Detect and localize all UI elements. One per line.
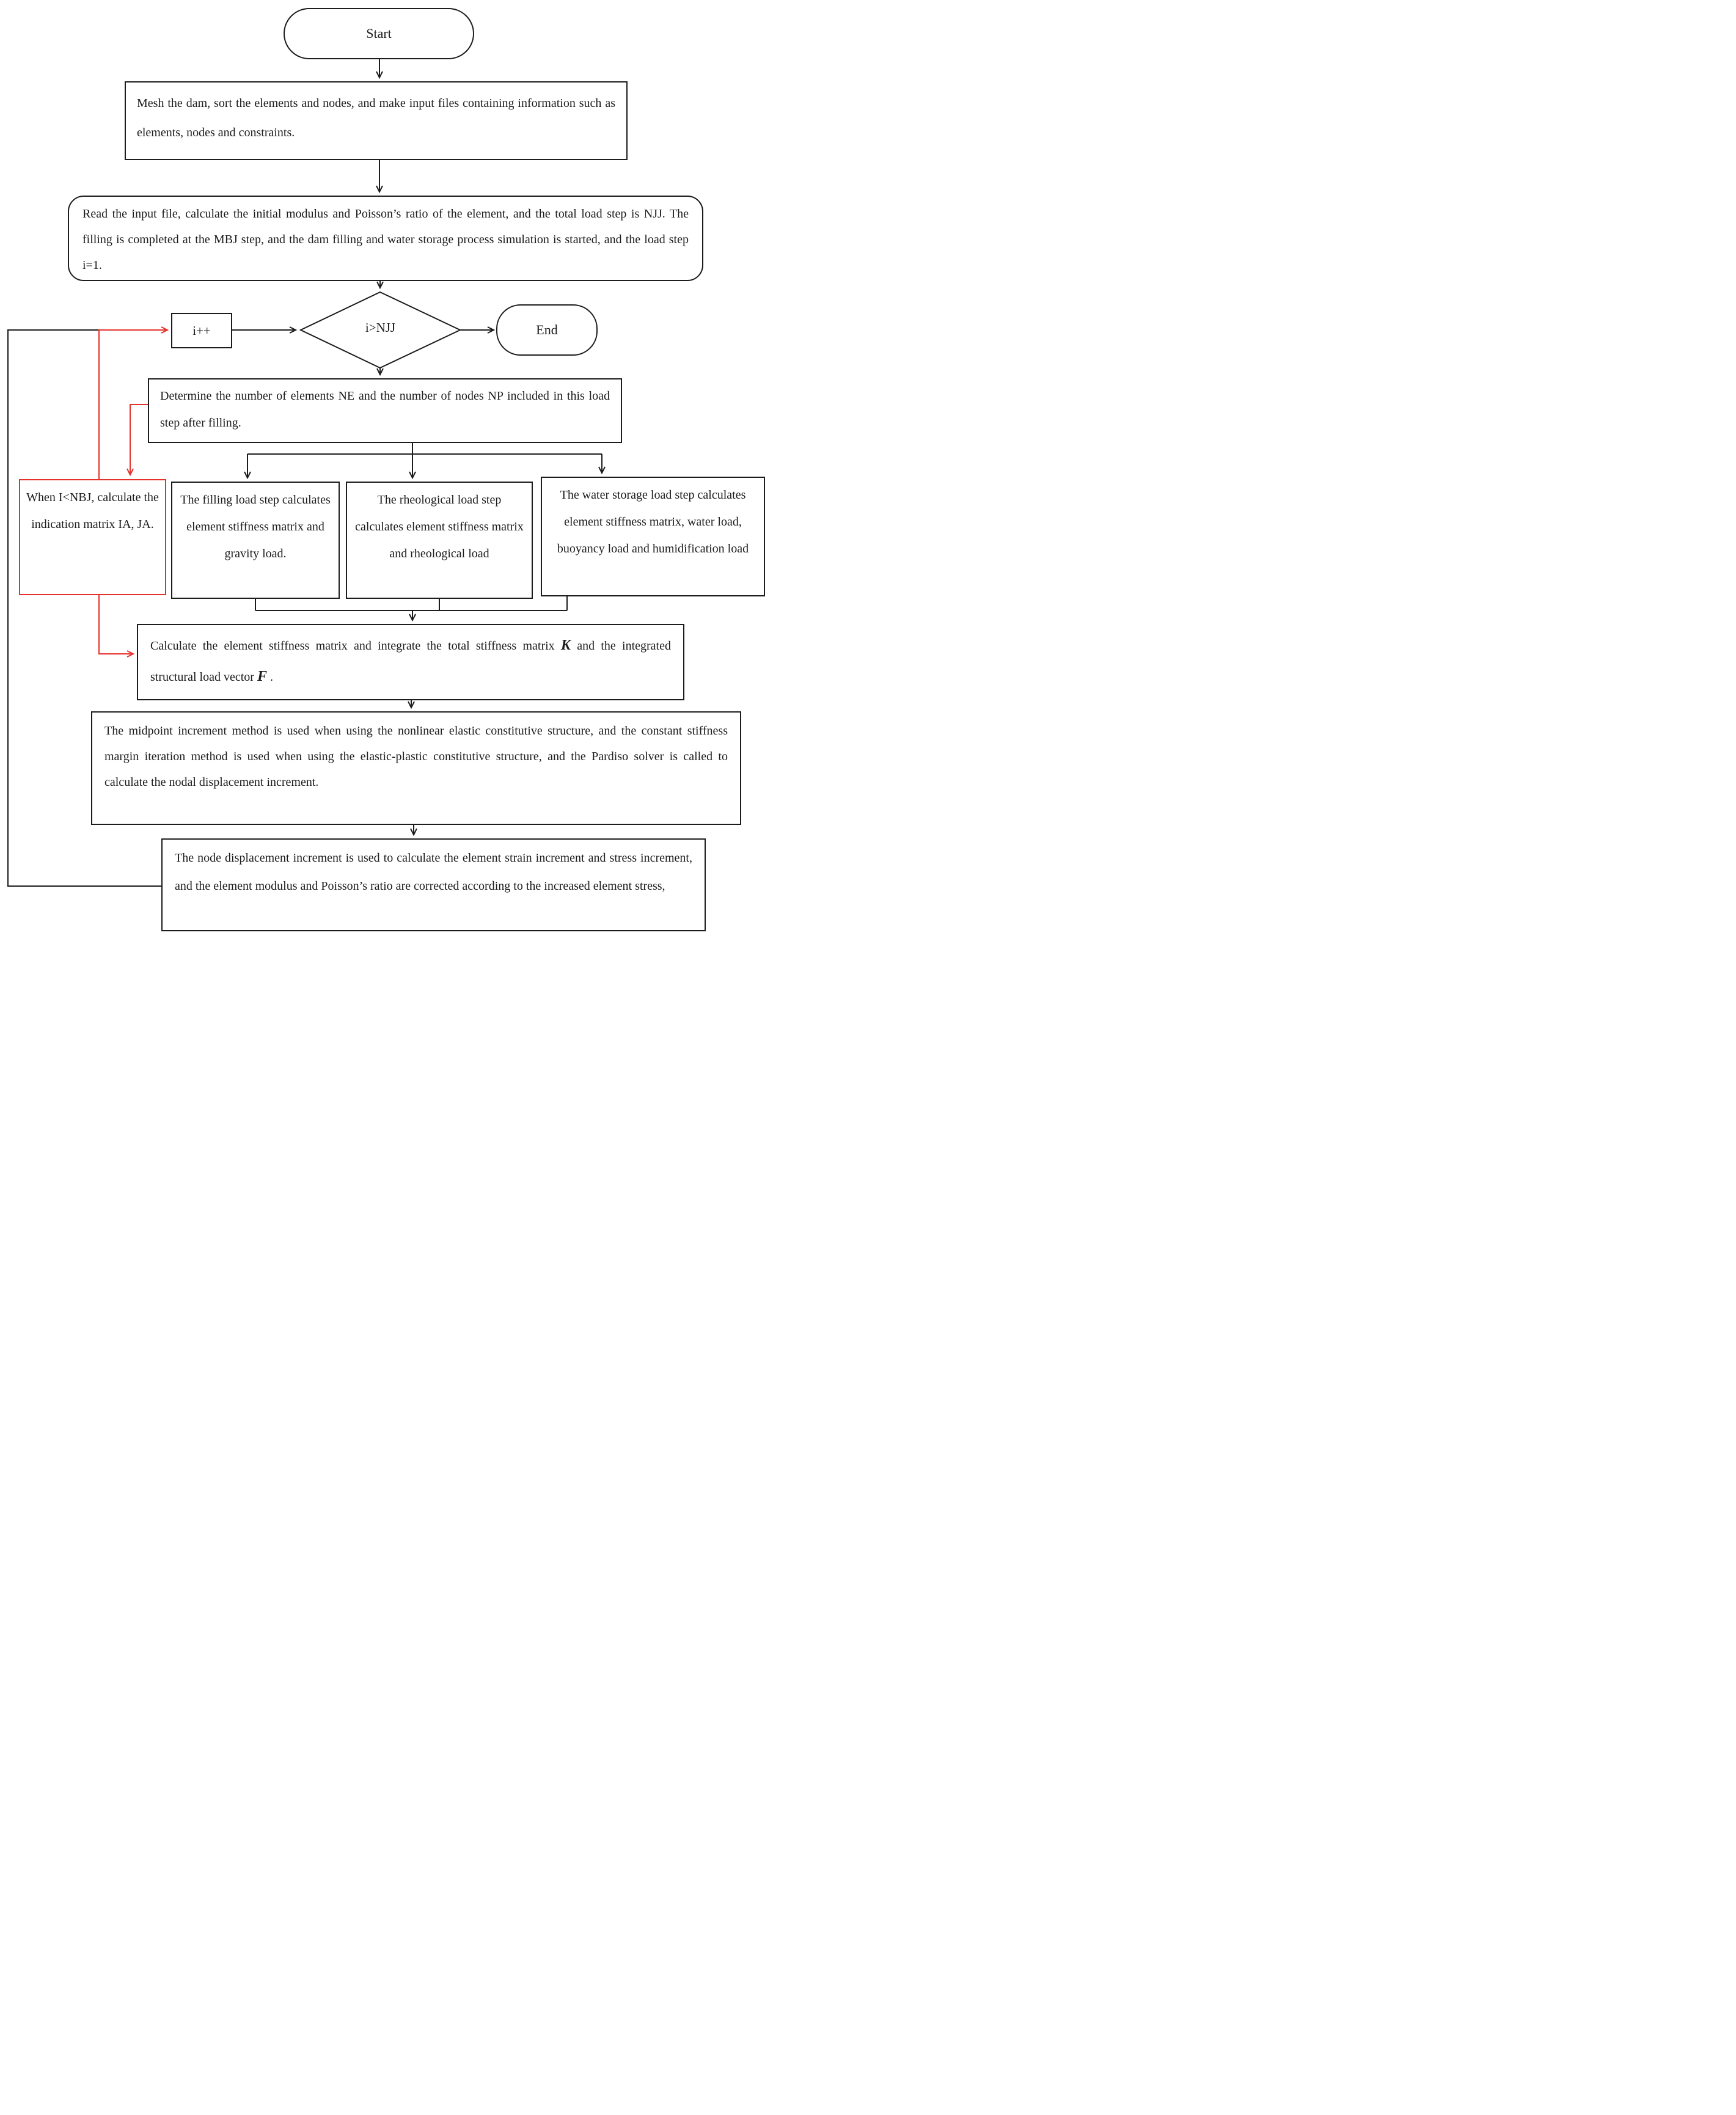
- red-arrow-determine-to-indication: [126, 404, 148, 477]
- rheological-load-text: The rheological load step calculates ele…: [355, 493, 524, 560]
- mesh-process-box: Mesh the dam, sort the elements and node…: [125, 81, 628, 160]
- water-storage-box: The water storage load step calculates e…: [541, 477, 765, 596]
- read-input-text: Read the input file, calculate the initi…: [82, 207, 689, 272]
- solver-box: The midpoint increment method is used wh…: [91, 711, 741, 825]
- water-storage-text: The water storage load step calculates e…: [557, 488, 749, 555]
- correct-stress-text: The node displacement increment is used …: [175, 851, 692, 893]
- flowchart-canvas: Start Mesh the dam, sort the elements an…: [0, 0, 772, 940]
- determine-text: Determine the number of elements NE and …: [160, 389, 610, 430]
- rheological-load-box: The rheological load step calculates ele…: [346, 482, 533, 599]
- decision-diamond-shape: [299, 291, 462, 369]
- feedback-loop-line: [7, 329, 161, 887]
- solver-text: The midpoint increment method is used wh…: [104, 724, 728, 789]
- indication-matrix-text: When I<NBJ, calculate the indication mat…: [26, 491, 159, 531]
- red-arrow-indication-to-assemble: [98, 595, 135, 658]
- determine-process-box: Determine the number of elements NE and …: [148, 378, 622, 443]
- filling-load-text: The filling load step calculates element…: [180, 493, 331, 560]
- correct-stress-box: The node displacement increment is used …: [161, 838, 706, 931]
- assemble-text-mid: and the integrated structural load vecto…: [150, 639, 671, 684]
- read-input-box: Read the input file, calculate the initi…: [68, 196, 703, 281]
- increment-label: i++: [192, 323, 211, 338]
- filling-load-box: The filling load step calculates element…: [171, 482, 340, 599]
- connector-layer: [7, 59, 606, 887]
- assemble-text-pre: Calculate the element stiffness matrix a…: [150, 639, 561, 653]
- end-terminator: End: [496, 304, 598, 356]
- decision-diamond-label: i>NJJ: [365, 320, 396, 335]
- indication-matrix-box: When I<NBJ, calculate the indication mat…: [19, 479, 166, 595]
- mesh-text: Mesh the dam, sort the elements and node…: [137, 97, 615, 139]
- start-terminator: Start: [284, 8, 474, 59]
- start-label: Start: [366, 26, 392, 41]
- stiffness-matrix-symbol: K: [560, 637, 571, 653]
- assemble-text-post: .: [266, 670, 273, 684]
- increment-box: i++: [171, 313, 232, 348]
- assemble-stiffness-box: Calculate the element stiffness matrix a…: [137, 624, 684, 700]
- load-vector-symbol: F: [257, 669, 267, 684]
- end-label: End: [536, 322, 558, 337]
